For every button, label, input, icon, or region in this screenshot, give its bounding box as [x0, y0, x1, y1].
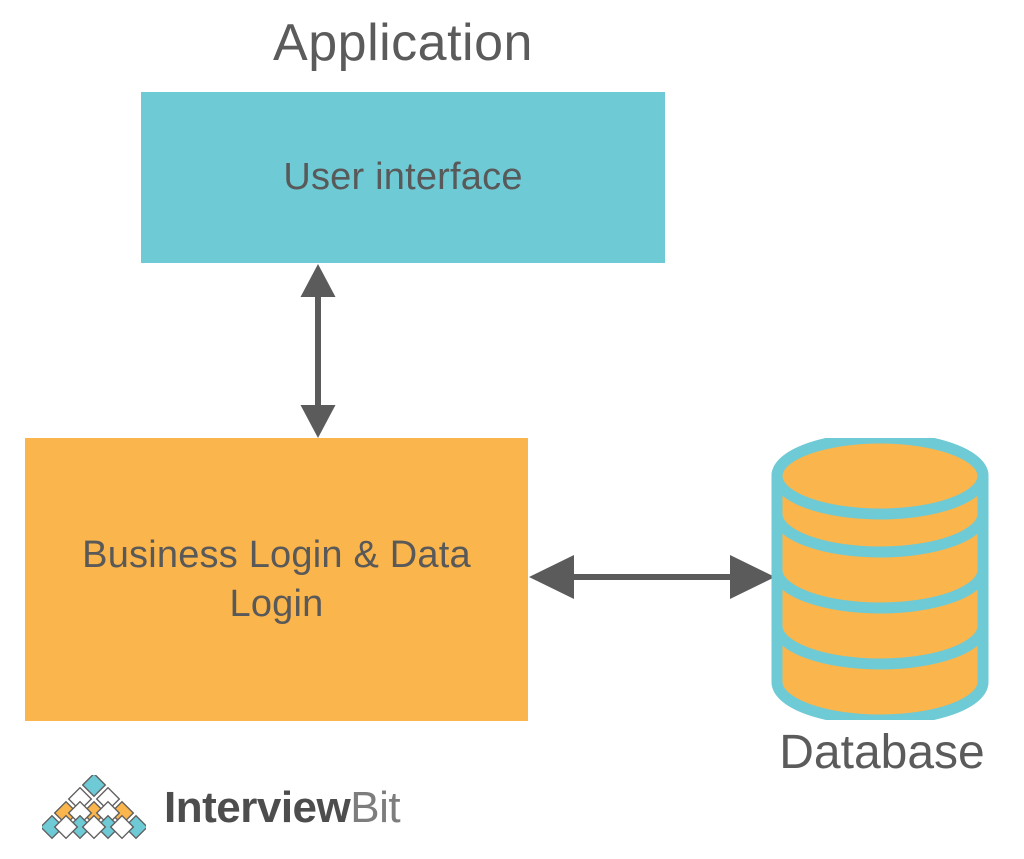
logo-word-secondary: Bit	[350, 783, 401, 832]
page-title: Application	[273, 14, 533, 72]
node-user-interface: User interface	[141, 92, 665, 263]
node-database-label: Database	[779, 726, 985, 779]
arrow-stem	[572, 574, 734, 580]
database-top	[771, 432, 989, 520]
connector-ui-to-logic-icon	[300, 264, 336, 438]
node-business-logic: Business Login & Data Login	[25, 438, 528, 721]
node-business-logic-label: Business Login & Data Login	[82, 533, 471, 625]
brand-logo[interactable]: InterviewBit	[42, 770, 401, 846]
arrow-stem	[315, 296, 321, 406]
database-divider-2	[777, 569, 983, 614]
interviewbit-logo-mark-icon	[42, 775, 146, 840]
logo-wordmark: InterviewBit	[164, 783, 401, 833]
database-cylinder-icon	[771, 432, 989, 726]
database-divider-3	[777, 625, 983, 670]
arrowhead-left-icon	[529, 555, 574, 599]
logo-word-primary: Interview	[164, 783, 351, 832]
arrowhead-down-icon	[300, 405, 336, 438]
database-divider-1	[777, 513, 983, 558]
connector-logic-to-database-icon	[529, 555, 775, 599]
arrowhead-up-icon	[300, 264, 336, 297]
arrowhead-right-icon	[730, 555, 775, 599]
node-database	[771, 432, 989, 726]
node-user-interface-label: User interface	[283, 156, 523, 198]
